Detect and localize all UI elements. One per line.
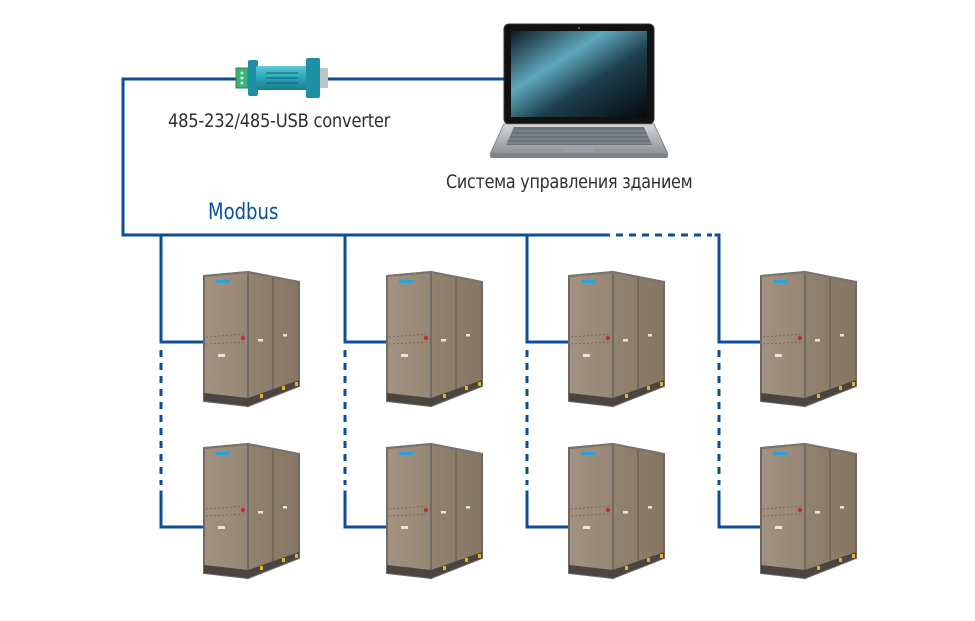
handle-icon [775,354,782,357]
converter-label: 485-232/485-USB converter [168,110,391,132]
handle-icon [401,526,408,529]
bms-label: Система управления зданием [446,171,693,193]
bus-lines [121,77,763,529]
brand-logo-icon [399,452,413,455]
handle-icon [218,354,225,357]
outdoor-unit-icon [386,442,483,580]
brand-logo-icon [773,280,787,283]
brand-logo-icon [216,280,230,283]
outdoor-unit-icon [760,442,857,580]
brand-logo-icon [773,452,787,455]
outdoor-unit-icon [203,442,300,580]
status-indicator-icon [797,335,803,341]
laptop-icon [489,23,669,158]
status-indicator-icon [797,507,803,513]
outdoor-unit-icon [760,270,857,408]
status-indicator-icon [240,507,246,513]
outdoor-unit-icon [568,442,665,580]
handle-icon [401,354,408,357]
status-indicator-icon [423,507,429,513]
brand-logo-icon [216,452,230,455]
outdoor-unit-icon [568,270,665,408]
handle-icon [583,526,590,529]
outdoor-unit-icon [386,270,483,408]
status-indicator-icon [423,335,429,341]
handle-icon [218,526,225,529]
modbus-label: Modbus [208,200,279,225]
brand-logo-icon [581,280,595,283]
handle-icon [583,354,590,357]
brand-logo-icon [581,452,595,455]
handle-icon [775,526,782,529]
outdoor-unit-icon [203,270,300,408]
brand-logo-icon [399,280,413,283]
status-indicator-icon [605,507,611,513]
outdoor-units [203,270,857,580]
rs485-converter-icon [235,58,328,98]
status-indicator-icon [240,335,246,341]
status-indicator-icon [605,335,611,341]
